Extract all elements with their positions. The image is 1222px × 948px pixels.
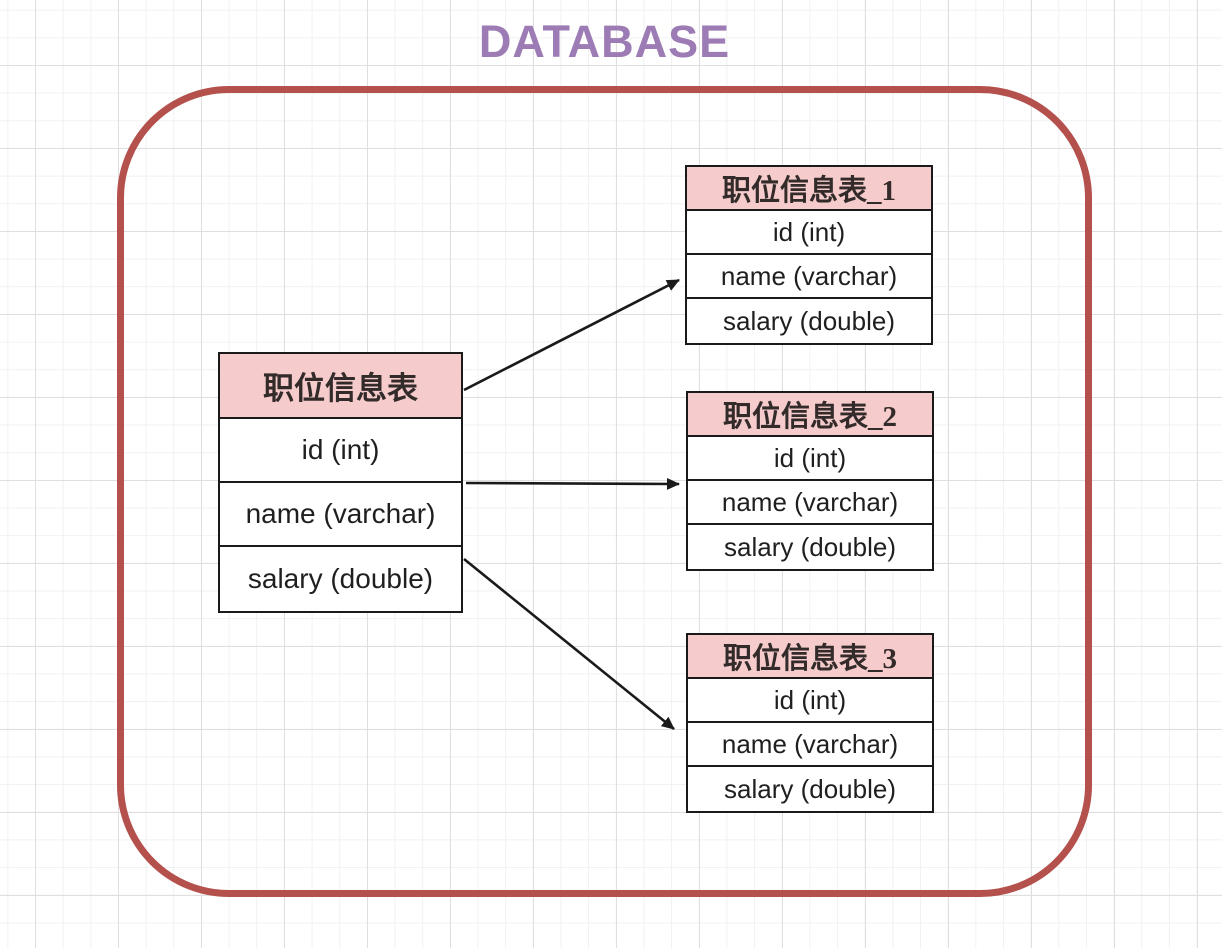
table-field-row: id (int) [688,437,932,481]
shard-table-1-title: 职位信息表_1 [687,167,931,211]
table-field-row: salary (double) [724,773,896,804]
page-title: DATABASE [478,16,731,67]
table-field-row: id (int) [220,419,461,483]
shard-table-3-title: 职位信息表_3 [688,635,932,679]
table-field-row: id (int) [688,679,932,723]
shard-table-2-title: 职位信息表_2 [688,393,932,437]
database-boundary-frame [117,86,1092,897]
source-table: 职位信息表 id (int) name (varchar) salary (do… [218,352,463,613]
table-field-row: salary (double) [723,305,895,336]
source-table-title: 职位信息表 [220,354,461,419]
table-field-row: name (varchar) [220,483,461,547]
shard-table-1: 职位信息表_1 id (int) name (varchar) salary (… [685,165,933,345]
table-field-row: name (varchar) [687,255,931,299]
shard-table-3: 职位信息表_3 id (int) name (varchar) salary (… [686,633,934,813]
table-field-row: name (varchar) [688,481,932,525]
table-field-row: id (int) [687,211,931,255]
table-field-row: salary (double) [247,563,434,594]
shard-table-2: 职位信息表_2 id (int) name (varchar) salary (… [686,391,934,571]
table-field-row: salary (double) [724,531,896,562]
table-field-row: name (varchar) [688,723,932,767]
